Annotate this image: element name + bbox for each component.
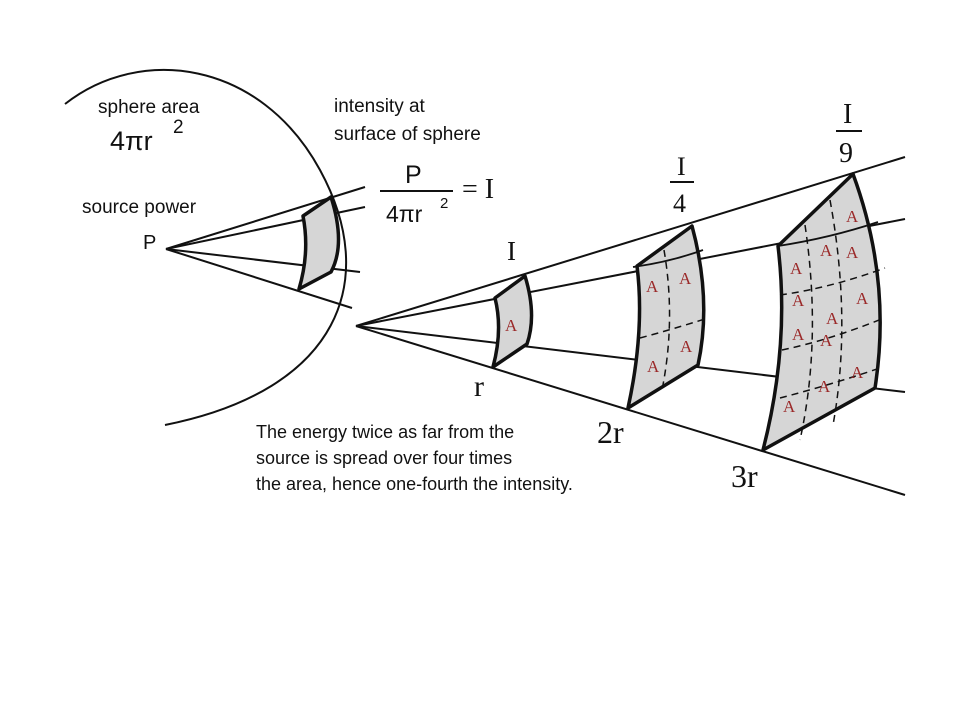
source-point-label: P (143, 232, 156, 254)
area-cell-2r-3: A (647, 357, 660, 376)
area-cell-3r-7: A (792, 325, 805, 344)
area-cell-2r-4: A (680, 337, 693, 356)
patch-2r: A A A A (626, 224, 709, 410)
intensity-2r-numerator: I (677, 152, 686, 181)
sphere-surface-patch (297, 195, 341, 291)
area-cell-3r-5: A (792, 291, 805, 310)
area-cell-2r-1: A (646, 277, 659, 296)
distance-3r-label: 3r (731, 458, 758, 494)
intensity-r-label: I (507, 236, 516, 266)
area-cell-3r-2: A (790, 259, 803, 278)
area-cell-3r-10: A (851, 363, 864, 382)
area-cell-3r-4: A (846, 243, 859, 262)
caption-line-1: The energy twice as far from the (256, 422, 514, 442)
caption: The energy twice as far from the source … (256, 422, 573, 494)
sphere-area-formula: 4πr (110, 126, 153, 156)
formula-denominator-exponent: 2 (440, 195, 448, 212)
distance-2r-label: 2r (597, 414, 624, 450)
formula-numerator: P (405, 161, 422, 189)
sphere-arc (64, 68, 348, 426)
area-cell-3r-11: A (818, 377, 831, 396)
area-cell-2r-2: A (679, 269, 692, 288)
area-cell-3r-12: A (783, 397, 796, 416)
area-cell-3r-3: A (820, 241, 833, 260)
intensity-label-line2: surface of sphere (334, 124, 481, 145)
distance-r-label: r (474, 370, 484, 403)
intensity-3r-numerator: I (843, 99, 852, 130)
patch-3r: A A A A A A A A A A A A (761, 172, 886, 452)
caption-line-3: the area, hence one-fourth the intensity… (256, 474, 573, 494)
intensity-3r-denominator: 9 (839, 138, 853, 169)
source-power-label: source power (82, 197, 197, 218)
formula-result: = I (462, 174, 494, 205)
formula-denominator: 4πr (386, 201, 423, 227)
area-cell-3r-8: A (826, 309, 839, 328)
caption-line-2: source is spread over four times (256, 448, 512, 468)
sphere-area-exponent: 2 (173, 117, 184, 138)
sphere-area-label: sphere area (98, 97, 200, 118)
intensity-label-line1: intensity at (334, 96, 426, 117)
area-cell-r: A (505, 316, 518, 335)
area-cell-3r-9: A (820, 331, 833, 350)
patch-r: A (491, 274, 534, 369)
area-cell-3r-1: A (846, 207, 859, 226)
area-cell-3r-6: A (856, 289, 869, 308)
intensity-2r-denominator: 4 (673, 189, 686, 218)
